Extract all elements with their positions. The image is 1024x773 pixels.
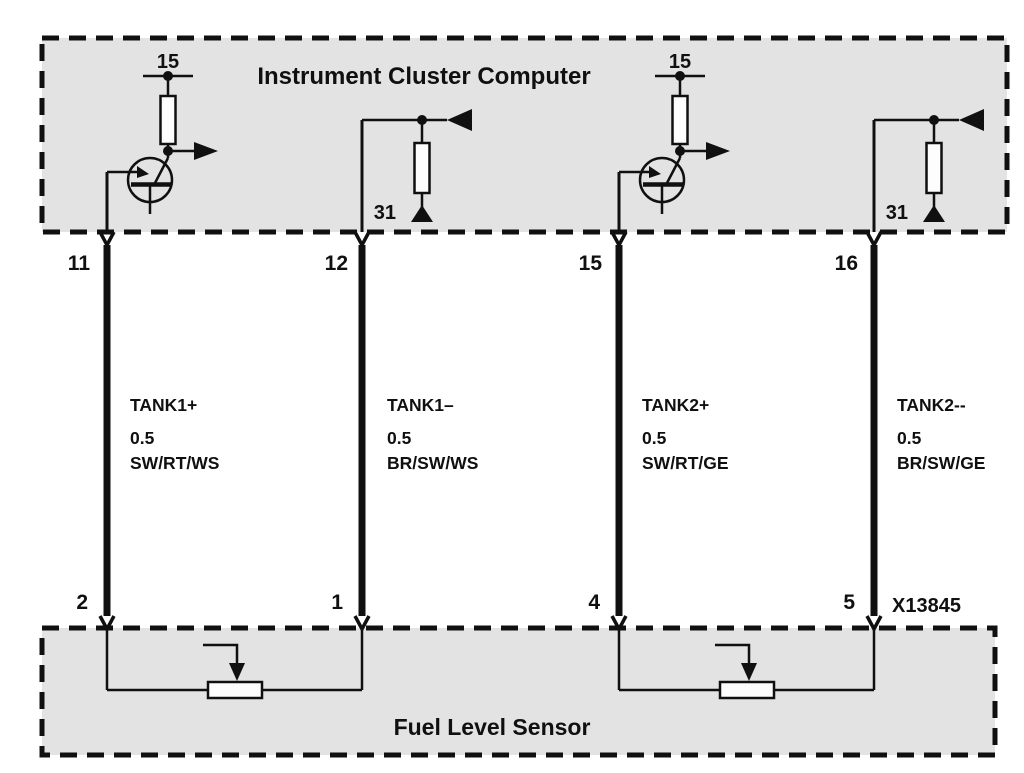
pin-number-bottom-3: 4 xyxy=(588,591,600,614)
pullup-resistor-icon xyxy=(671,94,689,146)
wiper-arrow-icon xyxy=(229,663,245,681)
wire-name: TANK1– xyxy=(387,395,454,415)
wire-label-tank2-minus: TANK2-- 0.5 BR/SW/GE xyxy=(897,395,985,473)
connector-pin-symbols xyxy=(98,231,883,633)
wire-color-code: BR/SW/GE xyxy=(897,453,985,473)
pin-number-bottom-1: 2 xyxy=(76,591,88,614)
potentiometer-tank1 xyxy=(105,629,364,700)
measure-circuit-tank1: 31 xyxy=(360,109,472,232)
wiper-arrow-icon xyxy=(741,663,757,681)
sender-resistor-icon xyxy=(206,680,264,700)
driver-circuit-tank1: 15 xyxy=(105,51,218,232)
pin-symbol-icon xyxy=(610,231,628,249)
signal-in-arrow-icon xyxy=(959,109,984,131)
instrument-cluster-title: Instrument Cluster Computer xyxy=(257,63,590,90)
signal-in-arrow-icon xyxy=(447,109,472,131)
wire-color-code: SW/RT/WS xyxy=(130,453,219,473)
pin-number-top-4: 16 xyxy=(835,252,858,275)
pin-number-top-3: 15 xyxy=(579,252,603,275)
wire-name: TANK2-- xyxy=(897,395,966,415)
measure-circuit-tank2: 31 xyxy=(872,109,984,232)
instrument-cluster-module-box xyxy=(39,35,1010,235)
wire-label-tank1-plus: TANK1+ 0.5 SW/RT/WS xyxy=(130,395,219,473)
pulldown-resistor-icon xyxy=(925,141,943,195)
wire-gauge: 0.5 xyxy=(642,428,667,448)
potentiometer-tank2 xyxy=(617,629,876,700)
wire-name: TANK2+ xyxy=(642,395,709,415)
terminal-31-label: 31 xyxy=(374,202,396,224)
pin-symbol-icon xyxy=(865,231,883,249)
wire-gauge: 0.5 xyxy=(387,428,412,448)
wire-gauge: 0.5 xyxy=(897,428,922,448)
transistor-emitter-arrow-icon xyxy=(649,166,661,178)
terminal-15-label: 15 xyxy=(669,51,691,73)
driver-circuit-tank2: 15 xyxy=(617,51,730,232)
fuel-level-sensor-title: Fuel Level Sensor xyxy=(394,714,591,740)
wire-label-tank2-plus: TANK2+ 0.5 SW/RT/GE xyxy=(642,395,729,473)
wiper-arm xyxy=(715,643,751,665)
pulldown-resistor-icon xyxy=(413,141,431,195)
pin-symbol-icon xyxy=(98,231,116,249)
wire-gauge: 0.5 xyxy=(130,428,155,448)
terminal-31-label: 31 xyxy=(886,202,908,224)
ground-symbol-icon xyxy=(411,205,433,222)
pullup-resistor-icon xyxy=(159,94,177,146)
sender-resistor-icon xyxy=(718,680,776,700)
wiper-arm xyxy=(203,643,239,665)
connector-label: X13845 xyxy=(892,595,961,617)
pin-symbol-icon xyxy=(865,615,883,633)
fuel-level-sensor-module-box xyxy=(39,625,998,758)
signal-out-arrow-icon xyxy=(706,142,730,160)
pin-number-bottom-2: 1 xyxy=(331,591,343,614)
wire-color-code: SW/RT/GE xyxy=(642,453,729,473)
signal-out-arrow-icon xyxy=(194,142,218,160)
pin-number-top-1: 11 xyxy=(68,252,91,275)
terminal-15-label: 15 xyxy=(157,51,179,73)
pin-number-top-2: 12 xyxy=(325,252,348,275)
pin-symbol-icon xyxy=(353,231,371,249)
wire-label-tank1-minus: TANK1– 0.5 BR/SW/WS xyxy=(387,395,478,473)
wire-color-code: BR/SW/WS xyxy=(387,453,478,473)
pin-number-bottom-4: 5 xyxy=(843,591,855,614)
wire-name: TANK1+ xyxy=(130,395,197,415)
transistor-emitter-arrow-icon xyxy=(137,166,149,178)
ground-symbol-icon xyxy=(923,205,945,222)
